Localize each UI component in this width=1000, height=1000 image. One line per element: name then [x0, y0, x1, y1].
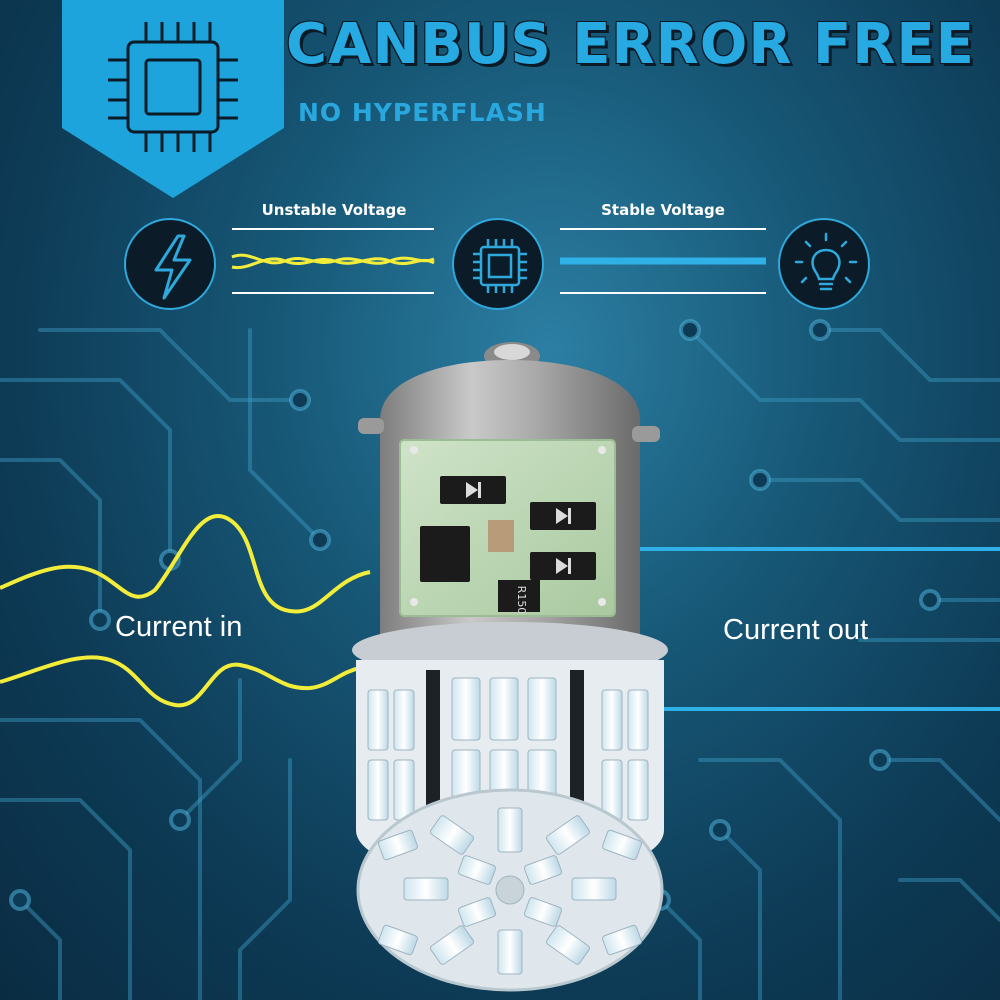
chip-icon [473, 239, 527, 293]
current-out-label: Current out [723, 614, 869, 646]
bulb-circle [778, 218, 870, 310]
led-bulb: R150 + [352, 342, 668, 992]
stable-voltage-label: Stable Voltage [601, 201, 725, 219]
stable-voltage-lines [560, 228, 766, 294]
page-subtitle: NO HYPERFLASH [298, 98, 547, 127]
chip-icon [108, 22, 238, 152]
resistor-marking: R150 [515, 586, 528, 615]
page-title: CANBUS ERROR FREE [286, 12, 975, 77]
chip-badge [62, 0, 284, 198]
lightning-bolt-icon [154, 234, 192, 300]
lightning-circle [124, 218, 216, 310]
current-in-label: Current in [115, 611, 243, 643]
unstable-voltage-wave [231, 228, 435, 294]
unstable-voltage-label: Unstable Voltage [261, 201, 407, 219]
light-bulb-icon [794, 232, 858, 291]
chip-circle [452, 218, 544, 310]
